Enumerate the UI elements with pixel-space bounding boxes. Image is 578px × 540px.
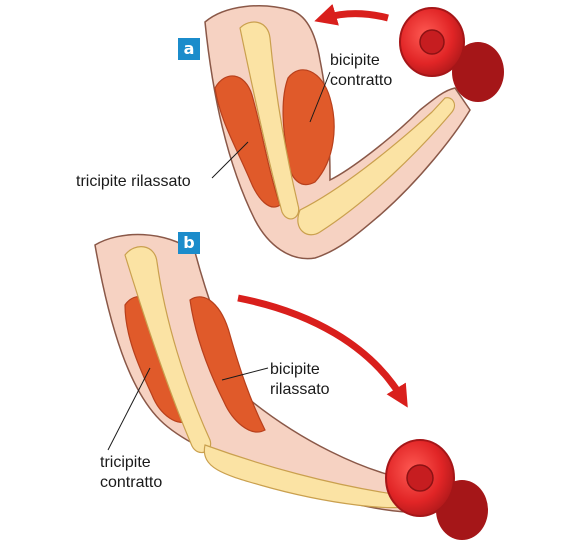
label-line: bicipite	[330, 52, 380, 69]
panel-a-illustration	[204, 4, 504, 260]
panel-b-triceps-leader	[107, 367, 151, 451]
label-line: contratto	[330, 72, 393, 89]
panel-a-biceps-label: bicipite contratto	[330, 51, 392, 91]
label-line: tricipite rilassato	[76, 173, 191, 190]
panel-a-biceps-muscle	[282, 69, 335, 186]
curved-arrow-icon	[314, 4, 389, 26]
panel-a-forearm-bones	[297, 97, 456, 236]
label-line: bicipite	[270, 361, 320, 378]
dumbbell-icon	[385, 439, 488, 540]
panel-b-forearm-bones	[203, 444, 411, 509]
panel-b-humerus-bone	[124, 246, 212, 454]
panel-b-badge: b	[178, 232, 200, 254]
panel-b-biceps-label: bicipite rilassato	[270, 360, 330, 400]
panel-a-humerus-bone	[239, 21, 300, 220]
panel-b-illustration	[94, 233, 488, 540]
panel-a-triceps-label: tricipite rilassato	[76, 172, 191, 192]
dumbbell-icon	[399, 7, 504, 102]
panel-b-biceps-muscle	[189, 296, 266, 433]
panel-a-triceps-leader	[211, 141, 249, 179]
label-line: rilassato	[270, 381, 330, 398]
label-line: tricipite	[100, 454, 151, 471]
panel-a-badge: a	[178, 38, 200, 60]
curved-arrow-icon	[237, 294, 408, 408]
panel-a-biceps-leader	[309, 71, 331, 123]
panel-b-biceps-leader	[221, 367, 269, 381]
panel-b-triceps-label: tricipite contratto	[100, 453, 162, 493]
label-line: contratto	[100, 474, 163, 491]
